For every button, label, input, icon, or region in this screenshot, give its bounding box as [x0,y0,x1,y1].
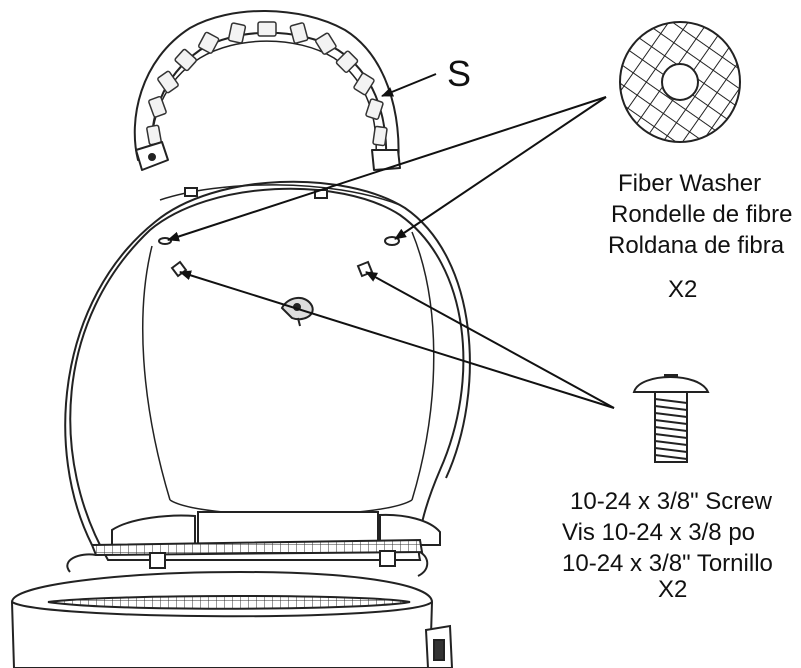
fiber-washer-illustration [619,21,741,143]
screw-head [632,376,710,393]
heat-shield-left-tab-hole [148,153,156,161]
washer-arrow-left [167,96,607,242]
screw-label-es: 10-24 x 3/8" Tornillo [562,550,773,577]
screw-arrow-right [365,271,615,409]
washer-quantity: X2 [668,276,697,303]
screw-threads [654,398,688,460]
heat-shield-part [133,10,401,171]
screw-label-en: 10-24 x 3/8" Screw [570,488,773,515]
bowl-upper-wall-right [417,551,429,577]
grill-bowl [10,570,434,668]
dome-outer-outline [69,187,465,561]
heat-shield-right-tab [371,149,401,171]
washer-label-fr: Rondelle de fibre [611,201,792,228]
washer-label-es: Roldana de fibra [608,232,785,259]
grill-dome [64,180,471,561]
fiber-washer-hole [661,63,699,101]
grill-base [10,511,454,668]
dome-top-notch-left [184,187,198,197]
heat-shield-slots [146,21,388,147]
part-s-leader-arrow [381,73,437,97]
cooking-grate [90,538,424,557]
dome-inner-left-edge [142,245,171,501]
screw-illustration [632,374,710,463]
bowl-upper-wall-left [66,553,97,573]
dome-outer-rim [64,180,471,546]
screw-quantity: X2 [658,576,687,603]
grate-support-right [379,513,441,546]
grate-support-left [111,514,196,546]
dome-inner-right-edge [411,231,435,501]
latch-bracket-slot [433,639,445,661]
screw-arrow-left [179,270,615,409]
screw-label-fr: Vis 10-24 x 3/8 po [562,519,755,546]
grate-brackets [149,550,396,569]
grate-support-center [197,511,379,546]
washer-arrow-right [394,96,607,240]
part-s-label: S [447,53,471,94]
center-bracket-stem [297,317,301,327]
bowl-rim [11,601,433,618]
washer-label-en: Fiber Washer [618,170,761,197]
bowl-inner-grate [47,595,411,610]
